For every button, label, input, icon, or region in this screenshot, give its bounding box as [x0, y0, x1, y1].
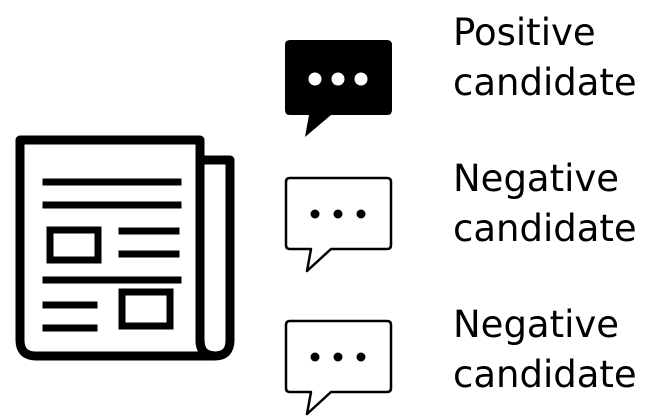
dot-icon	[308, 72, 322, 86]
dot-icon	[354, 72, 368, 86]
candidate-3-line2: candidate	[453, 353, 637, 396]
dot-icon	[310, 352, 320, 362]
dot-icon	[333, 209, 343, 219]
candidate-label-1: Positive candidate	[453, 8, 637, 108]
dot-icon	[356, 209, 366, 219]
dot-icon	[310, 209, 320, 219]
candidate-2-line2: candidate	[453, 207, 637, 250]
dot-icon	[333, 352, 343, 362]
speech-bubble-outline-icon	[284, 319, 393, 416]
dot-icon	[356, 352, 366, 362]
candidate-label-2: Negative candidate	[453, 154, 637, 254]
newspaper-icon	[15, 135, 235, 361]
candidate-2-line1: Negative	[453, 157, 620, 200]
candidate-3-line1: Negative	[453, 303, 620, 346]
speech-bubble-filled-icon	[285, 40, 392, 137]
speech-bubble-outline-icon	[284, 176, 393, 273]
candidate-label-3: Negative candidate	[453, 300, 637, 400]
candidate-1-line1: Positive	[453, 11, 596, 54]
candidate-1-line2: candidate	[453, 61, 637, 104]
dot-icon	[331, 72, 345, 86]
